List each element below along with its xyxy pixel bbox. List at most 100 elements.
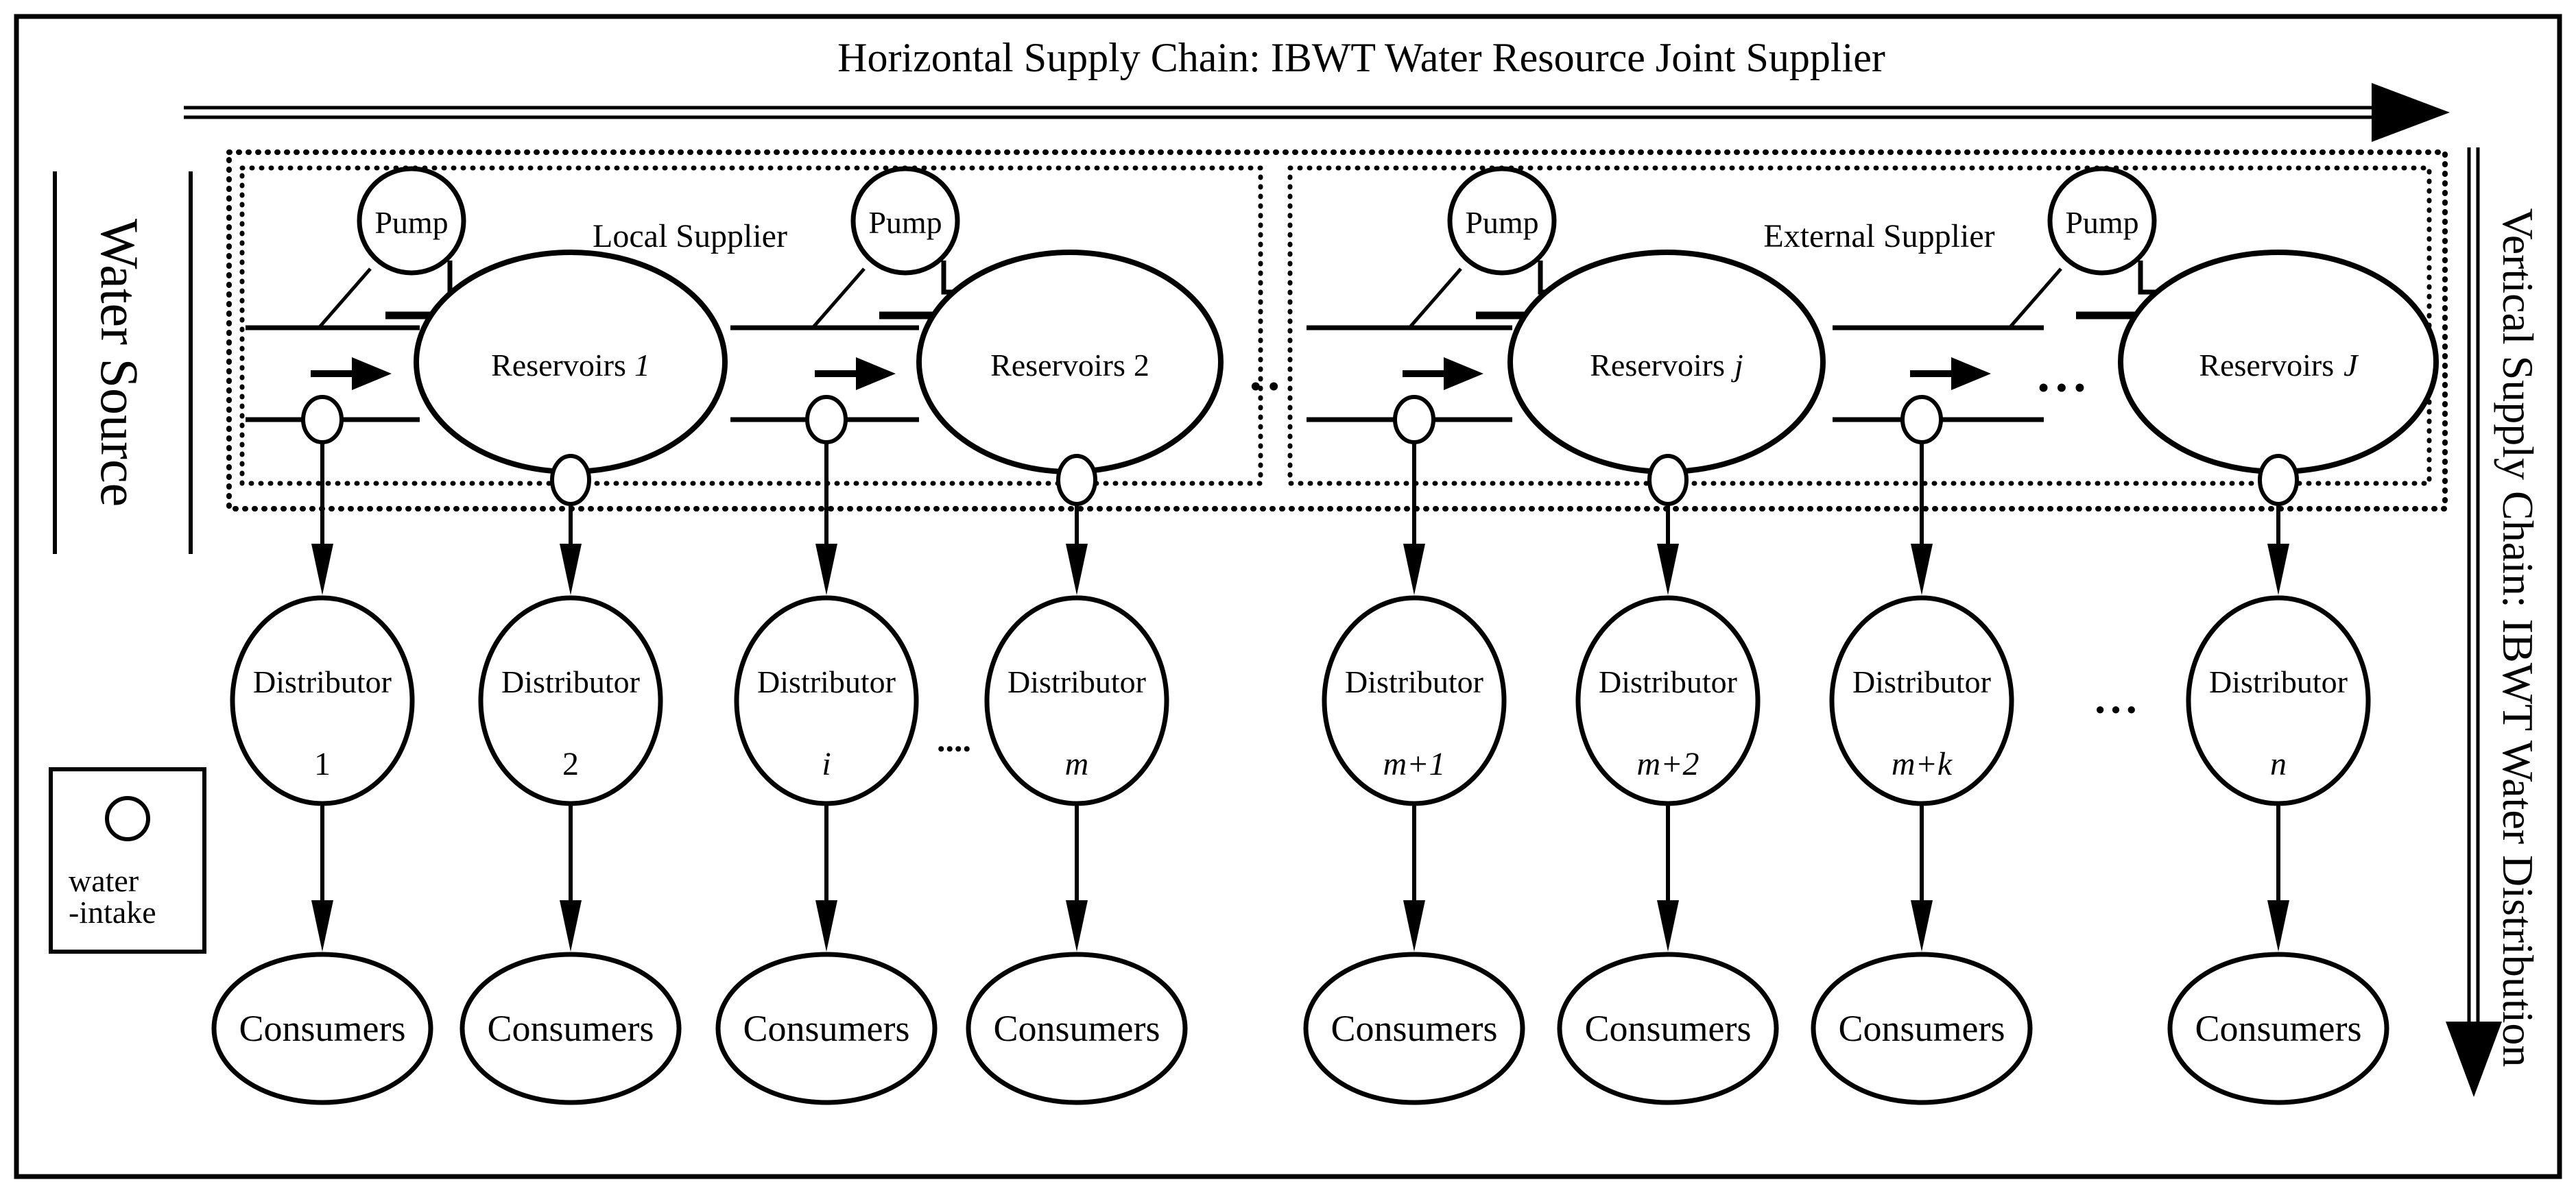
distribution-arrow-head	[1657, 900, 1679, 952]
water-intake-icon	[1647, 454, 1689, 506]
distributor-index: m	[1065, 746, 1089, 782]
pump-icon	[2047, 166, 2157, 276]
joint-supplier-outer-box	[226, 149, 2448, 511]
distributor-index: i	[822, 746, 831, 782]
legend-label-line1: water	[69, 863, 139, 898]
consumers-ellipse	[1811, 952, 2033, 1105]
consumers-ellipse	[1557, 952, 1779, 1105]
consumers-label: Consumers	[488, 1008, 654, 1049]
supply-arrow-head	[1657, 544, 1679, 595]
external-supplier-label: External Supplier	[1763, 218, 1994, 254]
consumers-label: Consumers	[743, 1008, 910, 1049]
vertical-supply-chain-axis: Vertical Supply Chain: IBWT Water Distri…	[2446, 147, 2542, 1097]
pump-pipe-line	[318, 267, 372, 329]
water-intake-icon	[301, 395, 344, 444]
pump-pipe-line	[811, 267, 866, 329]
water-intake-icon	[1056, 454, 1097, 506]
vertical-chain-label: Vertical Supply Chain: IBWT Water Distri…	[2494, 208, 2542, 1068]
consumers-ellipse	[715, 952, 938, 1105]
flow-arrow-icon	[1403, 357, 1483, 390]
legend-label-line2: -intake	[69, 895, 156, 930]
distributor-label: Distributor	[1852, 664, 1991, 699]
vertical-flow-arrow-icon	[2446, 147, 2502, 1097]
consumers-label: Consumers	[1331, 1008, 1498, 1049]
diagram-frame	[14, 14, 2562, 1179]
distribution-arrow-head	[311, 900, 333, 952]
distributor-label: Distributor	[2209, 664, 2348, 699]
distributor-index: m+2	[1636, 746, 1699, 782]
distributor-index: 1	[314, 746, 331, 782]
water-source-axis: Water Source	[53, 171, 193, 554]
flow-arrow-icon	[1910, 357, 1991, 390]
distribution-column-5: Distributor m+1 Consumers	[1303, 443, 1525, 1105]
pump-pipe-line	[2008, 267, 2062, 329]
distribution-column-3: Distributor i Consumers	[715, 443, 938, 1105]
supply-arrow-head	[560, 544, 582, 595]
distribution-arrow-head	[1066, 900, 1088, 952]
supply-arrow-head	[1066, 544, 1088, 595]
distribution-arrow-head	[1911, 900, 1933, 952]
supply-arrow-head	[815, 544, 837, 595]
ellipsis-distributors-mk-n: • • •	[2096, 696, 2136, 725]
distributor-label: Distributor	[1345, 664, 1483, 699]
water-intake-icon	[805, 395, 848, 444]
pump-label: Pump	[1465, 205, 1538, 240]
supply-arrow-head	[1403, 544, 1425, 595]
legend-box	[49, 767, 206, 954]
pump-pipe-line	[1408, 267, 1462, 329]
distributor-index: n	[2270, 746, 2287, 782]
pump-icon	[1447, 166, 1557, 276]
supply-arrow-head	[2267, 544, 2289, 595]
water-intake-icon	[1393, 395, 1435, 444]
consumers-ellipse	[2167, 952, 2389, 1105]
distributor-label: Distributor	[1007, 664, 1146, 699]
pump-icon	[357, 166, 466, 276]
pump-1: Pump	[318, 166, 479, 329]
channel-section-1	[246, 325, 420, 444]
consumers-label: Consumers	[1839, 1008, 2005, 1049]
water-intake-icon	[2258, 454, 2299, 506]
distribution-arrow-head	[815, 900, 837, 952]
channel-section-2	[730, 325, 919, 444]
consumers-ellipse	[966, 952, 1188, 1105]
pump-icon	[850, 166, 960, 276]
water-intake-icon	[1900, 395, 1943, 444]
distribution-arrow-head	[560, 900, 582, 952]
channel-section-3	[1307, 325, 1512, 444]
consumers-label: Consumers	[239, 1008, 406, 1049]
distributor-label: Distributor	[757, 664, 896, 699]
legend: water -intake	[49, 767, 206, 954]
flow-arrow-icon	[815, 357, 896, 390]
supply-arrow-head	[1911, 544, 1933, 595]
ellipsis-distributors-i-m: ••••	[938, 738, 972, 760]
flow-arrow-icon	[311, 357, 392, 390]
pump-label: Pump	[374, 205, 448, 240]
consumers-label: Consumers	[2195, 1008, 2362, 1049]
channel-section-4	[1833, 325, 2044, 444]
consumers-ellipse	[460, 952, 682, 1105]
distribution-arrow-head	[1403, 900, 1425, 952]
consumers-ellipse	[1303, 952, 1525, 1105]
distribution-column-7: Distributor m+k Consumers	[1811, 443, 2033, 1105]
distributor-label: Distributor	[501, 664, 640, 699]
distributor-label: Distributor	[253, 664, 392, 699]
horizontal-flow-arrow-icon	[184, 83, 2450, 142]
pump-label: Pump	[2065, 205, 2138, 240]
consumers-label: Consumers	[1585, 1008, 1752, 1049]
pump-label: Pump	[868, 205, 942, 240]
consumers-ellipse	[211, 952, 433, 1105]
page-title: Horizontal Supply Chain: IBWT Water Reso…	[837, 35, 1885, 80]
water-intake-icon	[550, 454, 591, 506]
supply-arrow-head	[311, 544, 333, 595]
distributor-index: m+k	[1892, 746, 1953, 782]
distribution-column-2: Distributor 2 Consumers	[460, 504, 682, 1105]
legend-water-intake-icon	[105, 796, 150, 841]
